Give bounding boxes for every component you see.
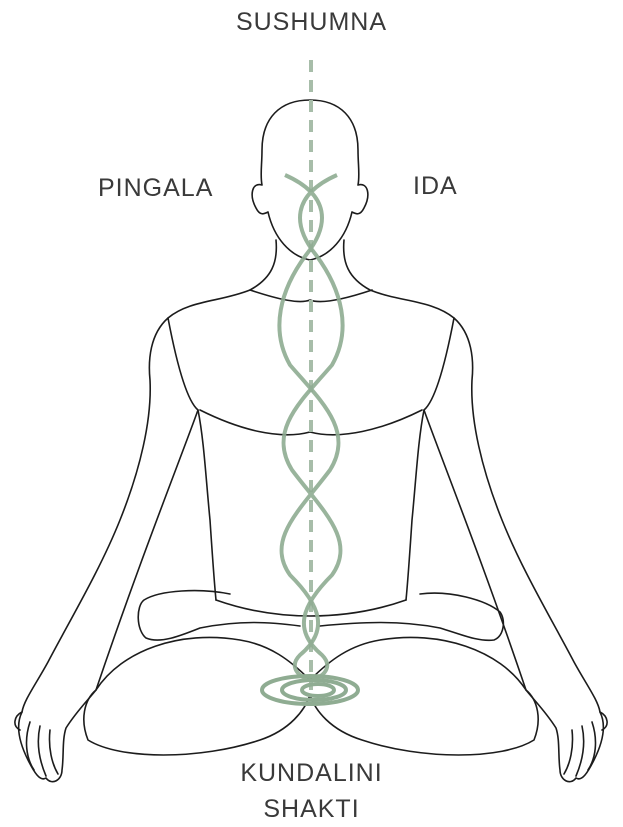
left-arm-outline bbox=[19, 240, 277, 782]
left-foot bbox=[138, 591, 300, 640]
right-arm-outline bbox=[344, 240, 604, 782]
pingala-label: PINGALA bbox=[98, 174, 213, 203]
kundalini-label-line2: SHAKTI bbox=[0, 791, 623, 827]
right-foot bbox=[320, 593, 503, 640]
sushumna-label: SUSHUMNA bbox=[0, 8, 623, 37]
right-inner-arm bbox=[424, 318, 526, 690]
ida-label: IDA bbox=[413, 172, 458, 201]
kundalini-label-line1: KUNDALINI bbox=[0, 755, 623, 791]
kundalini-shakti-label: KUNDALINI SHAKTI bbox=[0, 755, 623, 827]
torso-left bbox=[198, 410, 216, 600]
torso-right bbox=[406, 410, 424, 600]
